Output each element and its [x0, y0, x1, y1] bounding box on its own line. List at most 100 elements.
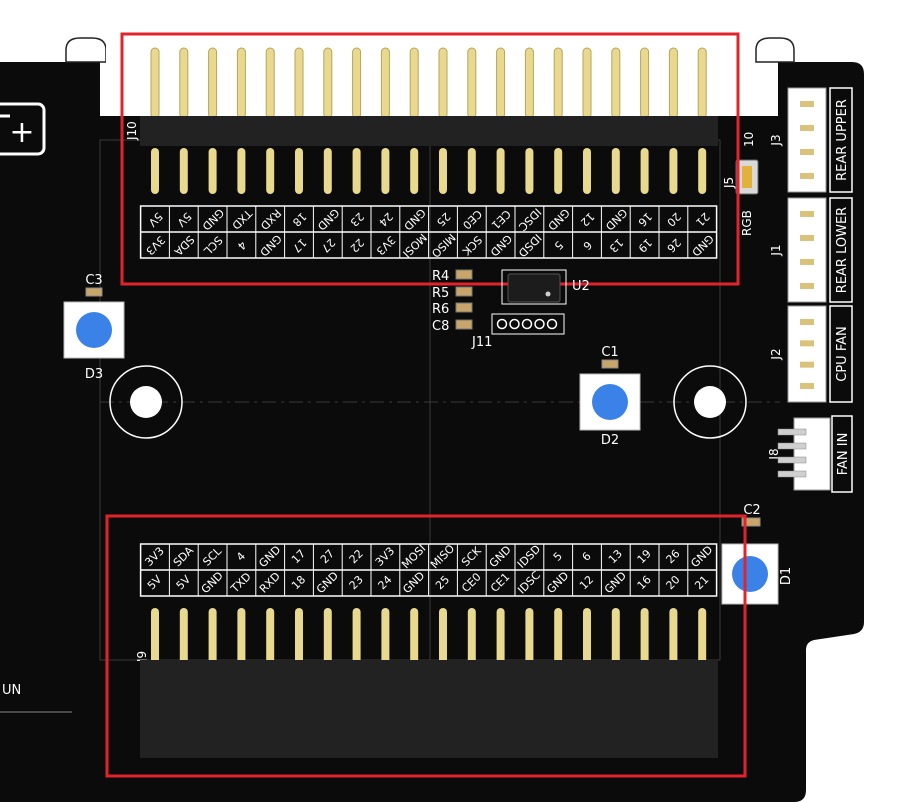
- j10-header-pads: [151, 148, 707, 194]
- r5-resistor: [455, 286, 473, 297]
- mount-hole-left: [130, 386, 162, 418]
- j11-hole: [546, 318, 558, 330]
- j9-pad: [381, 608, 390, 664]
- j10-pin: [323, 47, 333, 119]
- highlight-box-bottom: [105, 514, 747, 778]
- j10-pad: [266, 148, 275, 194]
- j10-pin: [208, 47, 218, 119]
- d3-led-lens: [76, 312, 112, 348]
- j10-pin: [524, 47, 534, 119]
- j9-pad: [583, 608, 591, 664]
- j9-pad: [611, 608, 620, 664]
- rgb-label: RGB: [740, 210, 754, 236]
- j10-pad: [669, 148, 678, 194]
- j10-pin: [668, 47, 678, 119]
- j10-pin: [179, 47, 189, 119]
- c1-capacitor: [601, 359, 619, 369]
- j9-pad: [237, 608, 246, 664]
- j9-pad: [698, 608, 707, 664]
- j9-pad: [323, 608, 332, 664]
- edge-text: UN: [2, 683, 21, 698]
- j10-pad: [554, 148, 563, 194]
- j11-hole: [509, 318, 520, 330]
- connector-pin: [800, 235, 814, 241]
- j11-hole: [534, 318, 545, 330]
- j10-pin: [467, 47, 477, 119]
- j10-pin: [265, 47, 275, 119]
- connector-pin: [800, 383, 814, 389]
- mount-hole-right-ring: [673, 365, 747, 439]
- j9-label: J9: [135, 651, 149, 663]
- u2-chip: [507, 273, 561, 303]
- connector-pin: [800, 125, 814, 131]
- j10-pad: [179, 148, 188, 194]
- connector-pin: [800, 211, 814, 217]
- j9-pad: [525, 608, 534, 664]
- j10-pin: [611, 47, 621, 119]
- d1-label: D1: [779, 567, 794, 585]
- r6-label: R6: [432, 302, 449, 317]
- j5-jumper-slot: [742, 166, 752, 188]
- j10-pad: [410, 148, 419, 194]
- j1-label: J1: [769, 244, 783, 256]
- j8-pin: [777, 428, 807, 436]
- j9-socket: [140, 660, 718, 758]
- highlight-box-top: [120, 32, 740, 286]
- j9-pad: [467, 608, 476, 664]
- u2-chip-outline: [501, 269, 567, 305]
- connector-pin: [800, 101, 814, 107]
- connector-pin: [800, 319, 814, 325]
- mount-hole-left-ring: [109, 365, 183, 439]
- j8-pin: [777, 456, 807, 464]
- d2-led-lens: [592, 384, 628, 420]
- r4-resistor: [455, 269, 473, 280]
- j5-pin-label: 10: [742, 132, 756, 147]
- c8-capacitor: [455, 319, 473, 330]
- connector-pin: [800, 259, 814, 265]
- u2-label: U2: [572, 279, 590, 294]
- j9-pad: [295, 608, 303, 664]
- fan-in-label: FAN IN: [836, 433, 851, 476]
- c3-capacitor: [85, 287, 103, 297]
- j2-label-box: [829, 305, 853, 403]
- j10-pad: [467, 148, 476, 194]
- connector-pin: [800, 361, 814, 368]
- j10-pin: [697, 47, 707, 119]
- j10-pad: [381, 148, 390, 194]
- j10-header-plastic: [140, 116, 718, 146]
- j10-pin: [640, 47, 650, 119]
- j10-pin: [438, 47, 448, 119]
- connector-pin: [800, 173, 814, 179]
- r6-resistor: [455, 302, 473, 313]
- j10-pin: [150, 47, 160, 119]
- j1-label-box: [829, 197, 853, 303]
- right-connectors: REAR UPPER J3 REAR LOWER J1 CPU FAN J2 F…: [767, 87, 853, 493]
- rear-upper-label: REAR UPPER: [835, 99, 850, 181]
- d3-label: D3: [85, 367, 103, 382]
- j11-label: J11: [471, 335, 492, 350]
- j10-pad: [525, 148, 534, 194]
- j2-label: J2: [769, 348, 783, 360]
- j10-pin: [236, 47, 246, 119]
- j3-label-box: [829, 87, 853, 193]
- connector-pin: [800, 149, 814, 155]
- j10-pin: [409, 47, 419, 119]
- r5-label: R5: [432, 286, 449, 301]
- j8-label: J8: [767, 448, 781, 460]
- j9-pad: [496, 608, 505, 664]
- j10-pad: [583, 148, 591, 194]
- j9-pad: [151, 608, 159, 664]
- cpu-fan-label: CPU FAN: [835, 326, 850, 381]
- j11-hole: [496, 318, 508, 330]
- mount-hole-right: [694, 386, 726, 418]
- d2-label: D2: [601, 433, 619, 448]
- c2-capacitor: [741, 517, 761, 527]
- j9-pad: [669, 608, 678, 664]
- j8-pin: [777, 442, 807, 450]
- r4-label: R4: [432, 269, 449, 284]
- mount-tab-left: [65, 37, 107, 63]
- j11-outline: [491, 313, 565, 335]
